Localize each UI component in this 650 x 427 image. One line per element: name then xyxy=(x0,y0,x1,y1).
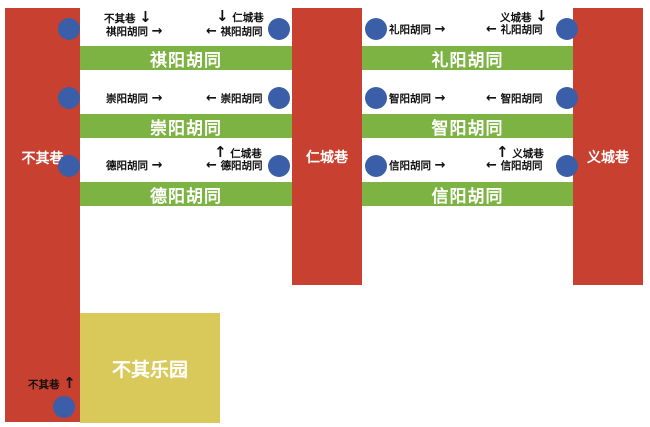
sign-text: 智阳胡同 xyxy=(389,93,431,105)
arrow-left-icon: ← xyxy=(486,91,497,106)
location-marker-icon[interactable] xyxy=(58,87,80,109)
arrow-right-icon: → xyxy=(434,158,446,173)
sign-row3-mid-a: ↑ 仁城巷 xyxy=(214,143,262,161)
hutong-deyang-label: 德阳胡同 xyxy=(150,186,222,207)
arrow-right-icon: → xyxy=(434,22,446,37)
sign-row3-left: 德阳胡同 → xyxy=(106,158,163,173)
sign-text: 信阳胡同 xyxy=(500,160,543,172)
arrow-up-icon: ↑ xyxy=(214,143,227,161)
sign-text: 德阳胡同 xyxy=(106,160,148,172)
street-buqi-label: 不其巷 xyxy=(21,150,64,167)
sign-text: 仁城巷 xyxy=(230,148,262,160)
location-marker-icon[interactable] xyxy=(53,396,75,418)
arrow-up-icon: ↑ xyxy=(63,374,76,392)
sign-text: 义城巷 xyxy=(512,148,544,160)
arrow-left-icon: ← xyxy=(206,24,217,39)
sign-row3-right-a: 信阳胡同 → xyxy=(389,158,446,173)
sign-text: 崇阳胡同 xyxy=(220,93,263,105)
hutong-qiyang: 祺阳胡同 xyxy=(80,46,292,71)
street-yicheng-label: 义城巷 xyxy=(587,149,629,166)
street-buqi: 不其巷 xyxy=(5,8,80,422)
sign-bottom-buqi: 不其巷 ↑ xyxy=(28,374,76,392)
arrow-left-icon: ← xyxy=(206,158,217,173)
location-marker-icon[interactable] xyxy=(268,155,290,177)
street-rencheng-label: 仁城巷 xyxy=(306,149,348,166)
hutong-xinyang: 信阳胡同 xyxy=(362,182,573,207)
sign-row1-right-c: ← 礼阳胡同 xyxy=(486,22,543,37)
hutong-zhiyang-label: 智阳胡同 xyxy=(431,118,504,139)
sign-text: 智阳胡同 xyxy=(500,93,543,105)
hutong-chongyang-label: 崇阳胡同 xyxy=(150,118,222,139)
hutong-liyang-label: 礼阳胡同 xyxy=(431,50,504,71)
sign-row1-left-b: 祺阳胡同 → xyxy=(106,24,163,39)
sign-row2-right-b: ← 智阳胡同 xyxy=(486,91,543,106)
hutong-qiyang-label: 祺阳胡同 xyxy=(150,50,222,71)
arrow-left-icon: ← xyxy=(486,22,497,37)
location-marker-icon[interactable] xyxy=(365,18,387,40)
sign-row2-left: 崇阳胡同 → xyxy=(106,91,163,106)
arrow-down-icon: ↓ xyxy=(216,7,229,25)
sign-row3-right-c: ← 信阳胡同 xyxy=(486,158,543,173)
location-marker-icon[interactable] xyxy=(365,155,387,177)
arrow-left-icon: ← xyxy=(486,158,497,173)
location-marker-icon[interactable] xyxy=(365,87,387,109)
hutong-zhiyang: 智阳胡同 xyxy=(362,114,573,139)
sign-text: 崇阳胡同 xyxy=(106,93,148,105)
arrow-right-icon: → xyxy=(434,91,446,106)
location-marker-icon[interactable] xyxy=(268,87,290,109)
sign-row1-mid-b: ← 祺阳胡同 xyxy=(206,24,263,39)
sign-row2-right-a: 智阳胡同 → xyxy=(389,91,446,106)
sign-text: 仁城巷 xyxy=(232,12,264,24)
sign-row3-mid-b: ← 德阳胡同 xyxy=(206,158,263,173)
sign-text: 义城巷 xyxy=(500,12,532,24)
sign-row3-right-b: ↑ 义城巷 xyxy=(496,143,544,161)
arrow-right-icon: → xyxy=(151,24,163,39)
sign-row2-mid: ← 崇阳胡同 xyxy=(206,91,263,106)
park-buqi-leyuan: 不其乐园 xyxy=(80,313,220,423)
hutong-chongyang: 崇阳胡同 xyxy=(80,114,292,139)
arrow-down-icon: ↓ xyxy=(139,8,152,26)
sign-text: 德阳胡同 xyxy=(220,160,263,172)
location-marker-icon[interactable] xyxy=(556,87,578,109)
sign-text: 信阳胡同 xyxy=(389,160,431,172)
arrow-left-icon: ← xyxy=(206,91,217,106)
arrow-down-icon: ↓ xyxy=(535,7,548,25)
location-marker-icon[interactable] xyxy=(556,155,578,177)
sign-row1-right-b: 义城巷 ↓ xyxy=(500,7,548,25)
location-marker-icon[interactable] xyxy=(58,155,80,177)
arrow-right-icon: → xyxy=(151,158,163,173)
location-marker-icon[interactable] xyxy=(268,18,290,40)
arrow-right-icon: → xyxy=(151,91,163,106)
street-yicheng: 义城巷 xyxy=(573,8,643,285)
hutong-deyang: 德阳胡同 xyxy=(80,182,292,207)
sign-row1-mid-a: ↓ 仁城巷 xyxy=(216,7,264,25)
location-marker-icon[interactable] xyxy=(556,18,578,40)
sign-text: 祺阳胡同 xyxy=(106,26,148,38)
sign-text: 礼阳胡同 xyxy=(500,24,543,36)
location-marker-icon[interactable] xyxy=(58,18,80,40)
sign-text: 不其巷 xyxy=(28,379,60,391)
arrow-up-icon: ↑ xyxy=(496,143,509,161)
street-rencheng: 仁城巷 xyxy=(292,8,362,285)
sign-text: 祺阳胡同 xyxy=(220,26,263,38)
park-label: 不其乐园 xyxy=(111,358,188,381)
sign-text: 礼阳胡同 xyxy=(389,24,431,36)
sign-text: 不其巷 xyxy=(104,13,136,25)
hutong-xinyang-label: 信阳胡同 xyxy=(431,186,504,207)
sign-row1-left-a: 不其巷 ↓ xyxy=(104,8,152,26)
sign-row1-right-a: 礼阳胡同 → xyxy=(389,22,446,37)
hutong-liyang: 礼阳胡同 xyxy=(362,46,573,71)
